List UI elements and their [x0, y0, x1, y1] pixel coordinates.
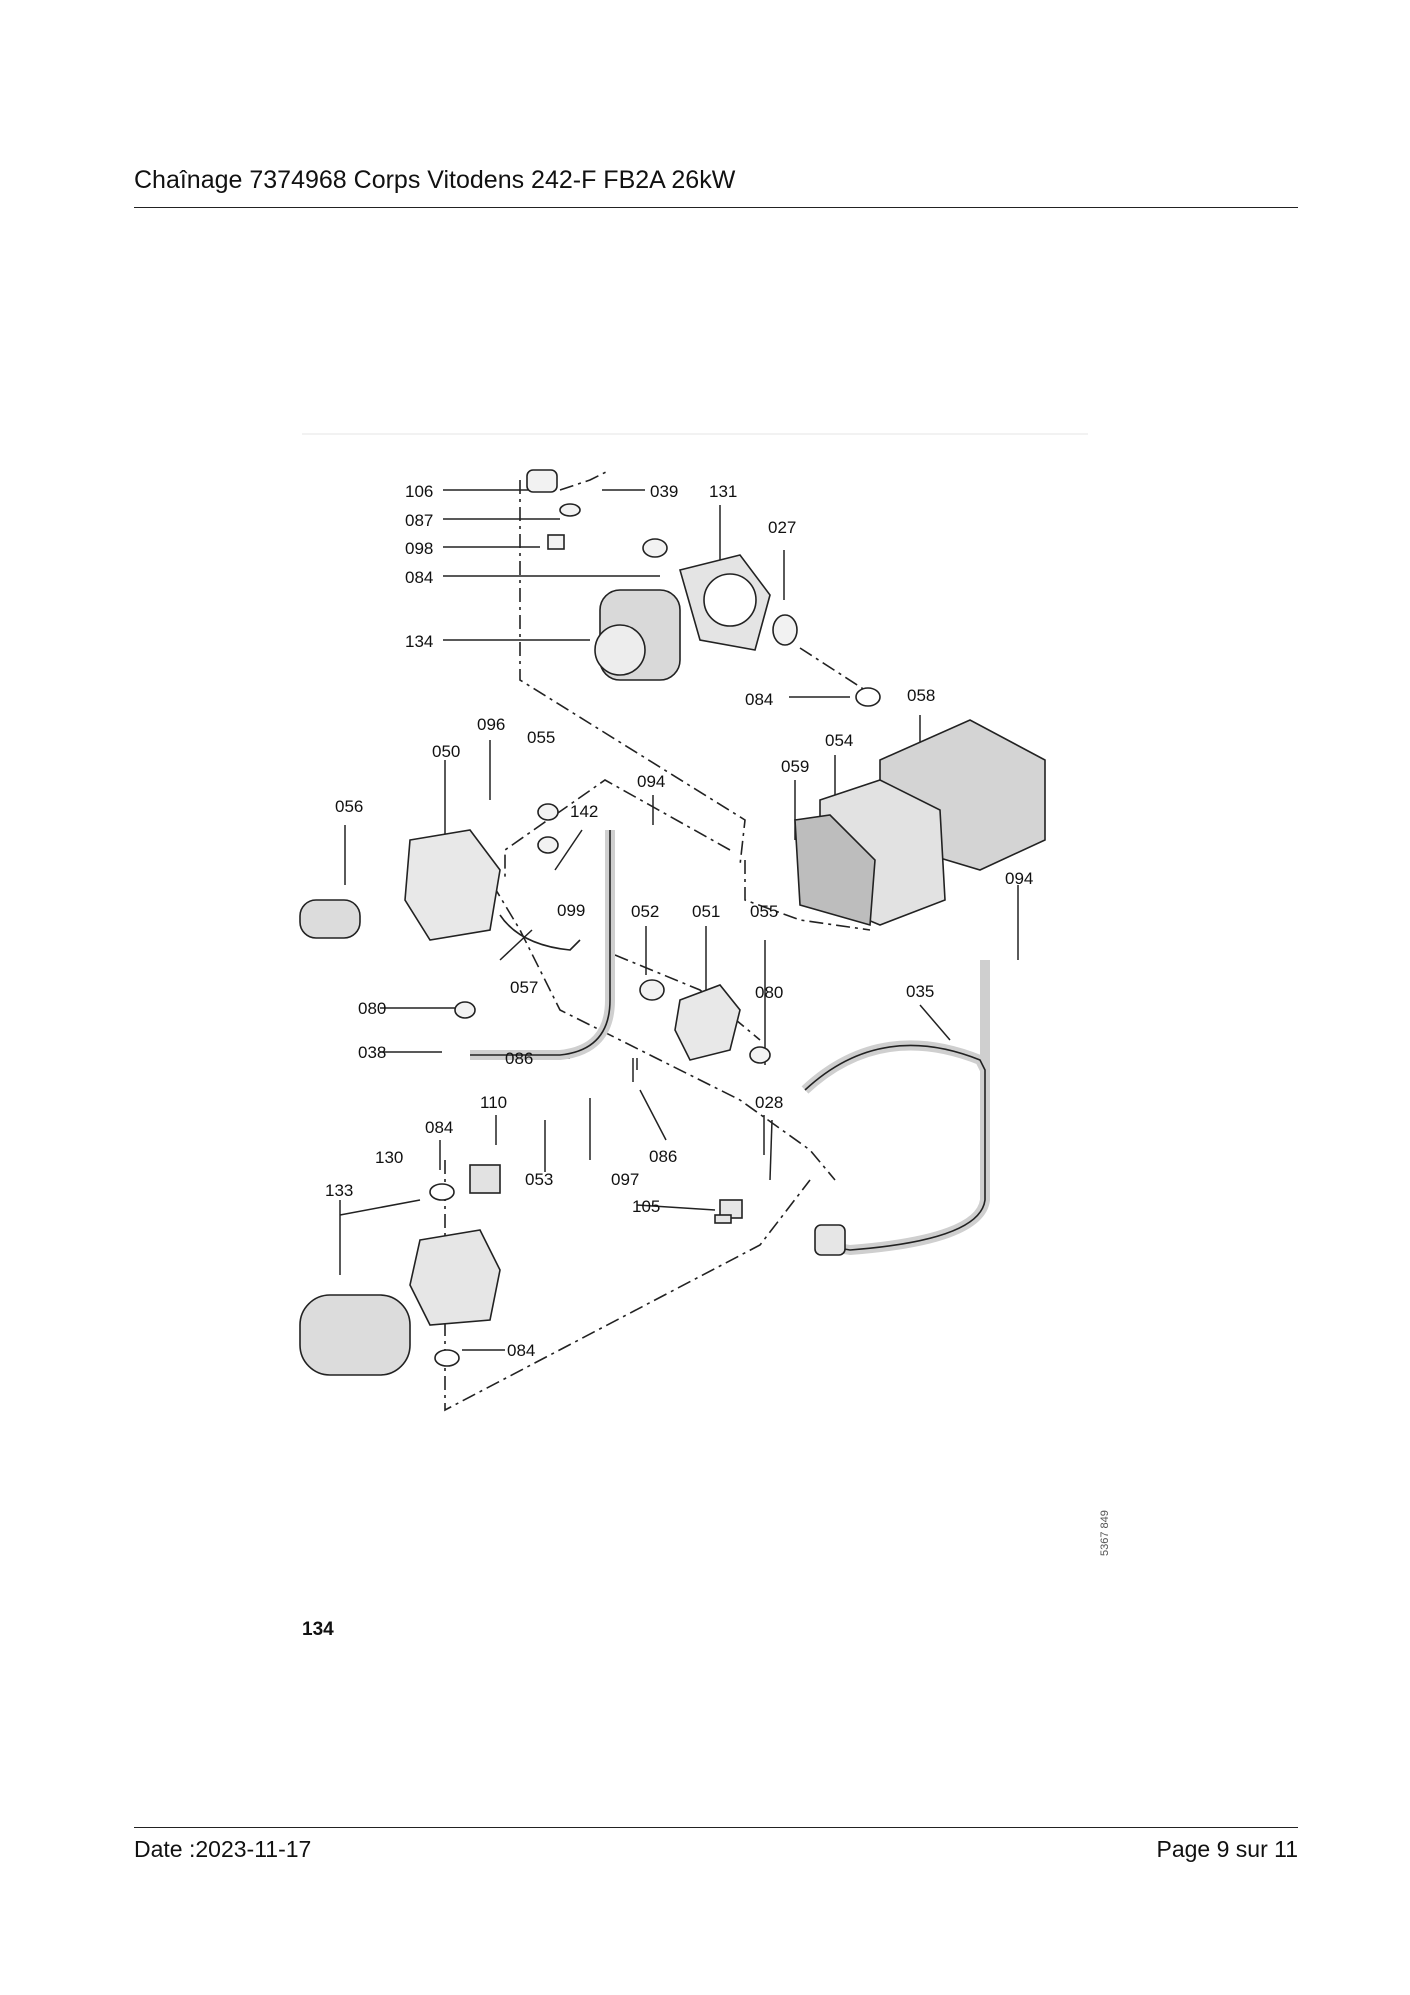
callout-label: 039: [650, 482, 678, 501]
callout-label: 038: [358, 1043, 386, 1062]
assembly-lines: [444, 469, 926, 1412]
callout-label: 084: [745, 690, 773, 709]
callout-label: 051: [692, 902, 720, 921]
callout-label: 096: [477, 715, 505, 734]
callout-label: 058: [907, 686, 935, 705]
part-drawings: [299, 469, 1046, 1376]
footer-divider: [134, 1827, 1298, 1828]
callout-label: 098: [405, 539, 433, 558]
leader-lines: [339, 489, 1019, 1351]
callout-label: 053: [525, 1170, 553, 1189]
callout-label: 130: [375, 1148, 403, 1167]
callout-label: 080: [358, 999, 386, 1018]
callout-label: 105: [632, 1197, 660, 1216]
header-divider: [134, 207, 1298, 208]
footer-page-number: Page 9 sur 11: [1156, 1836, 1298, 1862]
document-title: Chaînage 7374968 Corps Vitodens 242-F FB…: [134, 166, 736, 194]
callout-label: 059: [781, 757, 809, 776]
callout-label: 084: [425, 1118, 453, 1137]
callout-label: 055: [527, 728, 555, 747]
callout-label: 050: [432, 742, 460, 761]
callout-label: 054: [825, 731, 853, 750]
callout-label: 142: [570, 802, 598, 821]
callout-label: 097: [611, 1170, 639, 1189]
footer-date: Date :2023-11-17: [134, 1836, 312, 1862]
callout-label: 110: [480, 1093, 507, 1112]
callout-label: 094: [1005, 869, 1033, 888]
callout-label: 133: [325, 1181, 353, 1200]
callout-label: 028: [755, 1093, 783, 1112]
callout-label: 086: [505, 1049, 533, 1068]
callout-label: 134: [405, 632, 433, 651]
callout-label: 052: [631, 902, 659, 921]
callout-label: 084: [507, 1341, 535, 1360]
callout-label: 057: [510, 978, 538, 997]
callout-label: 094: [637, 772, 665, 791]
callout-labels: 106 087 098 084 134 039 131 027 084 058 …: [325, 482, 1033, 1360]
callout-label: 131: [709, 482, 737, 501]
callout-label: 035: [906, 982, 934, 1001]
callout-label: 027: [768, 518, 796, 537]
callout-label: 055: [750, 902, 778, 921]
callout-label: 099: [557, 901, 585, 920]
figure-reference-code: 5367 849: [1099, 1510, 1111, 1556]
callout-label: 056: [335, 797, 363, 816]
callout-label: 080: [755, 983, 783, 1002]
figure-label: 134: [302, 1619, 334, 1640]
callout-label: 106: [405, 482, 433, 501]
callout-label: 087: [405, 511, 433, 530]
callout-label: 086: [649, 1147, 677, 1166]
callout-label: 084: [405, 568, 433, 587]
